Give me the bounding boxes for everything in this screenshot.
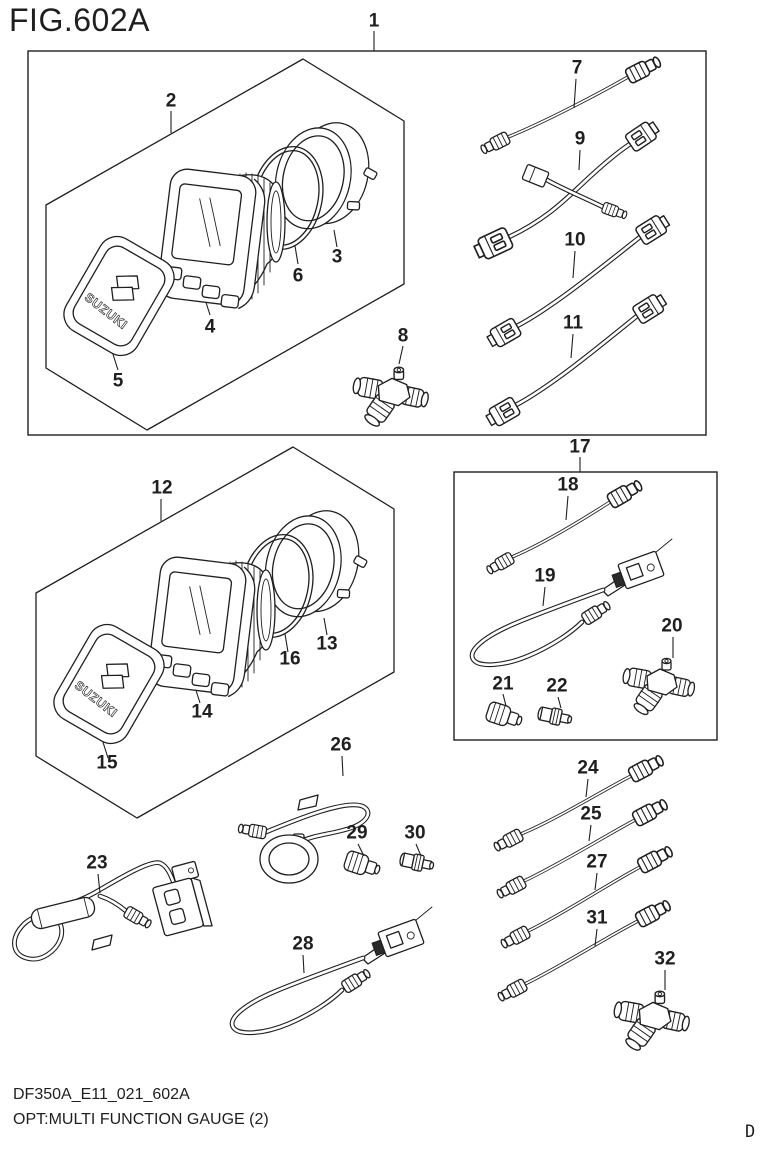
cable-10 bbox=[484, 211, 673, 351]
part-label-27: 27 bbox=[586, 851, 608, 873]
part-label-13: 13 bbox=[316, 633, 338, 655]
part-label-31: 31 bbox=[586, 907, 608, 929]
cable-9 bbox=[471, 117, 663, 264]
cable-23 bbox=[12, 860, 213, 962]
plug-30 bbox=[398, 850, 436, 875]
cable-25 bbox=[494, 795, 671, 902]
part-label-4: 4 bbox=[204, 316, 216, 338]
part-label-30: 30 bbox=[404, 822, 426, 844]
part-label-28: 28 bbox=[292, 933, 314, 955]
leader-lines bbox=[97, 31, 674, 990]
cable-11 bbox=[483, 290, 670, 430]
part-label-7: 7 bbox=[571, 57, 583, 79]
part-label-1: 1 bbox=[368, 10, 380, 32]
mount-bracket bbox=[152, 860, 213, 937]
cable-27 bbox=[498, 842, 676, 952]
cable-7 bbox=[478, 53, 664, 157]
gauge-kit-group-2 bbox=[35, 446, 395, 819]
part-label-20: 20 bbox=[661, 615, 683, 637]
part-label-12: 12 bbox=[151, 477, 173, 499]
kit-hexagon-outline bbox=[45, 58, 405, 431]
cable-24 bbox=[491, 751, 667, 855]
plug-21 bbox=[484, 700, 526, 732]
part-label-19: 19 bbox=[534, 565, 556, 587]
suzuki-cover: SUZUKI bbox=[63, 235, 175, 357]
part-label-3: 3 bbox=[331, 246, 343, 268]
t-connector-8 bbox=[351, 366, 431, 431]
drawing-code: DF350A_E11_021_602A bbox=[13, 1086, 190, 1103]
part-label-29: 29 bbox=[346, 822, 368, 844]
part-label-21: 21 bbox=[492, 673, 514, 695]
cable-18 bbox=[484, 476, 646, 577]
kit-1-box bbox=[27, 50, 707, 436]
part-label-25: 25 bbox=[580, 803, 602, 825]
part-label-17: 17 bbox=[569, 436, 591, 458]
part-label-24: 24 bbox=[577, 757, 599, 779]
figure-caption: OPT:MULTI FUNCTION GAUGE (2) bbox=[13, 1111, 269, 1128]
cable-31 bbox=[495, 896, 674, 1005]
part-label-6: 6 bbox=[292, 265, 304, 287]
part-label-18: 18 bbox=[557, 474, 579, 496]
part-label-32: 32 bbox=[654, 948, 676, 970]
kit-17-box bbox=[453, 471, 718, 741]
t-connector-32 bbox=[612, 990, 692, 1055]
cable-26 bbox=[236, 794, 371, 884]
part-label-15: 15 bbox=[96, 752, 118, 774]
gauge-kit-group: SUZUKI bbox=[45, 58, 405, 431]
part-label-14: 14 bbox=[191, 701, 213, 723]
part-label-23: 23 bbox=[86, 852, 108, 874]
part-label-2: 2 bbox=[165, 90, 177, 112]
part-label-26: 26 bbox=[330, 734, 352, 756]
part-label-16: 16 bbox=[279, 648, 301, 670]
gauge-display bbox=[157, 168, 266, 310]
t-connector-20 bbox=[621, 657, 697, 719]
sensor-cable-28 bbox=[232, 907, 432, 1033]
page-marker: D bbox=[745, 1122, 756, 1142]
part-label-5: 5 bbox=[112, 370, 124, 392]
part-label-11: 11 bbox=[562, 312, 584, 334]
figure-title: FIG.602A bbox=[9, 2, 150, 38]
sensor-cable bbox=[469, 538, 673, 668]
plug-22 bbox=[536, 704, 574, 729]
ring-nut bbox=[274, 122, 378, 230]
part-label-9: 9 bbox=[574, 128, 586, 150]
part-label-10: 10 bbox=[564, 229, 586, 251]
part-label-8: 8 bbox=[397, 325, 409, 347]
part-label-22: 22 bbox=[546, 675, 568, 697]
